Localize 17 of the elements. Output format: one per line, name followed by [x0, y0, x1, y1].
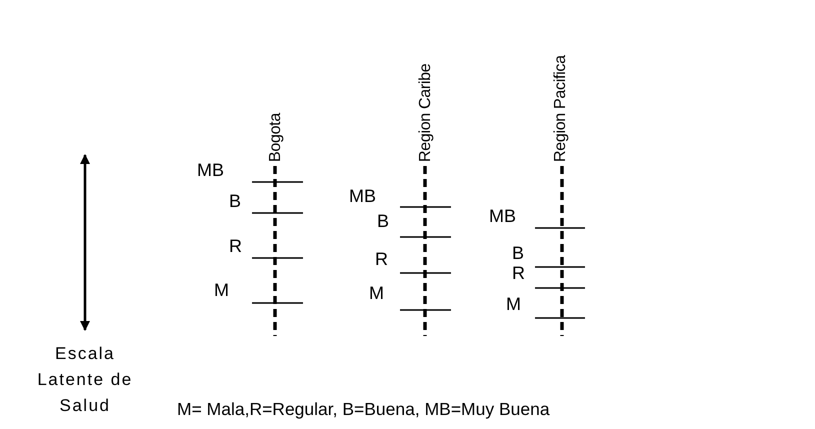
tick-label: B: [512, 243, 524, 263]
tick-label: MB: [489, 206, 516, 226]
tick-label: MB: [197, 160, 224, 180]
tick-label: MB: [349, 186, 376, 206]
tick-label: M: [369, 283, 384, 303]
axis-title: Region Pacifica: [551, 55, 570, 162]
tick-label: M: [214, 280, 229, 300]
axis-title: Region Caribe: [416, 64, 435, 162]
tick-label: M: [506, 294, 521, 314]
axis-title: Bogota: [266, 113, 285, 162]
tick-label: B: [229, 191, 242, 211]
tick-label: R: [375, 249, 388, 269]
tick-label: B: [377, 211, 390, 231]
legend-note: M= Mala,R=Regular, B=Buena, MB=Muy Buena: [177, 398, 550, 420]
scale-label: Escala Latente de Salud: [36, 343, 134, 417]
tick-label: R: [229, 236, 242, 256]
tick-label: R: [512, 263, 525, 283]
